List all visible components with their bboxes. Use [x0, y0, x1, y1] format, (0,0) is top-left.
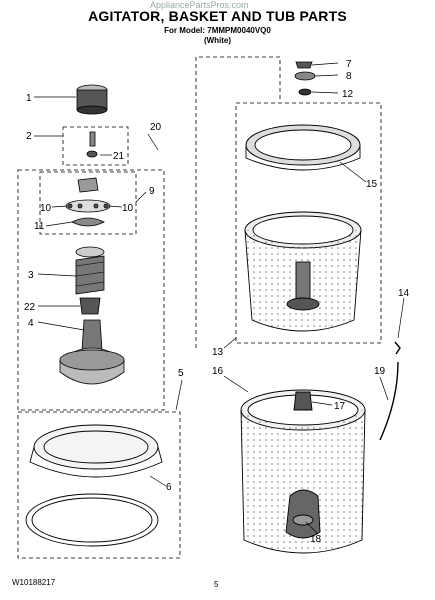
outer-tub: [240, 389, 366, 554]
pump-hose: [379, 341, 401, 441]
callout-1: 1: [26, 93, 32, 104]
agitator-base: [59, 319, 125, 385]
callout-17: 17: [334, 401, 346, 412]
callout-3: 3: [28, 270, 34, 281]
page-number: 5: [214, 580, 219, 589]
group-box-15: [235, 102, 382, 344]
callout-18: 18: [310, 534, 322, 545]
color-line: (White): [203, 36, 232, 45]
tub-ring: [29, 424, 163, 478]
group-box-20: [17, 169, 165, 411]
watermark: AppliancePartsPros.com: [150, 0, 249, 10]
group-box-13-16: [195, 56, 281, 348]
group-box-2: [62, 126, 129, 166]
document-number: W10188217: [12, 578, 56, 587]
callout-8: 8: [346, 71, 352, 82]
callout-9: 9: [149, 186, 155, 197]
agitator-cam-assembly: [65, 177, 111, 227]
agitator-auger: [75, 246, 105, 295]
callout-5: 5: [178, 368, 184, 379]
callout-20: 20: [150, 122, 162, 133]
callout-22: 22: [24, 302, 36, 313]
page-title: AGITATOR, BASKET AND TUB PARTS: [88, 8, 347, 24]
basket-nut-hardware: [294, 61, 316, 96]
callout-4: 4: [28, 318, 34, 329]
balance-ring: [245, 124, 361, 171]
wash-basket: [244, 211, 362, 332]
callout-13: 13: [212, 347, 224, 358]
callout-10-right: 10: [122, 203, 134, 214]
tub-seal: [25, 493, 159, 547]
callout-21: 21: [113, 151, 125, 162]
callout-15: 15: [366, 179, 378, 190]
callout-19: 19: [374, 366, 386, 377]
model-line: For Model: 7MMPM0040VQ0: [164, 26, 271, 35]
callout-6: 6: [166, 482, 172, 493]
group-box-9: [39, 171, 137, 235]
callout-14: 14: [398, 288, 410, 299]
callout-11: 11: [34, 221, 45, 232]
callout-7: 7: [346, 59, 352, 70]
agitator-bolt: [86, 131, 98, 158]
callout-2: 2: [26, 131, 32, 142]
callout-12: 12: [342, 89, 354, 100]
agitator-cap: [76, 84, 108, 115]
drive-bell: [79, 297, 101, 315]
callout-16: 16: [212, 366, 224, 377]
callout-10-left: 10: [40, 203, 52, 214]
group-box-5: [17, 411, 181, 559]
